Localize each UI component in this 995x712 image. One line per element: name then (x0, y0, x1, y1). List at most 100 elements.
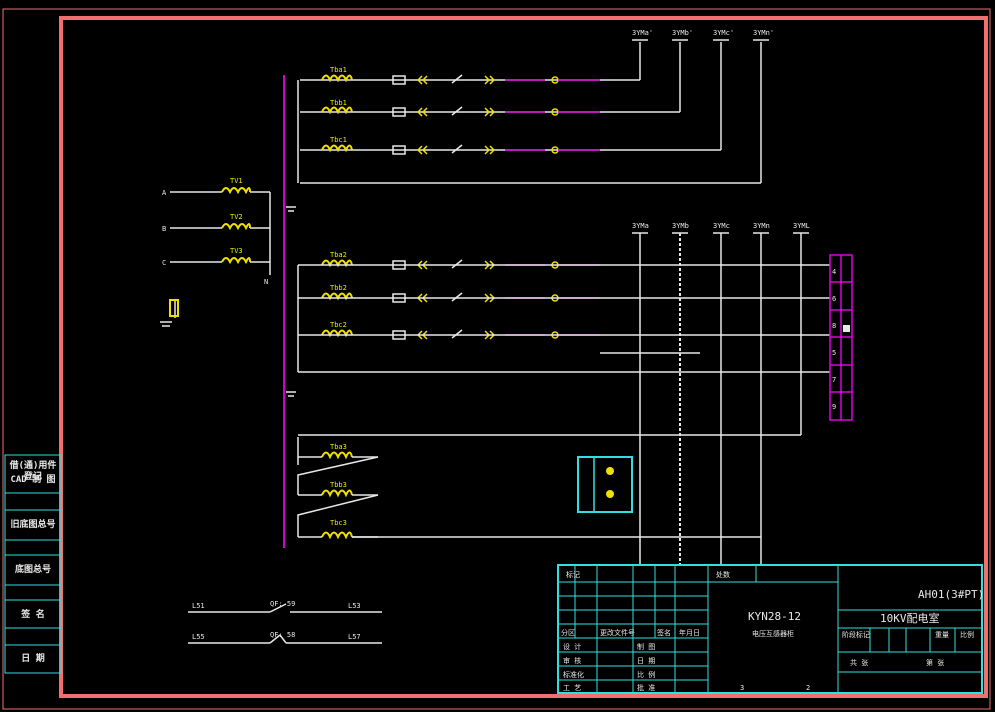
switch2-left-label: L55 (192, 633, 205, 641)
tb-col-sign: 签名 (657, 628, 671, 637)
winding-tba1: Tba1 (330, 66, 347, 74)
bottom-switch-circuits: L51 QF: 59 L53 L55 QF: 58 L57 (188, 600, 382, 644)
tb-col-count: 处数 (716, 570, 730, 579)
tb-model: KYN28-12 (748, 610, 801, 623)
coil-icon (321, 531, 353, 540)
fuse-icon (392, 75, 406, 85)
connector-icon (416, 107, 428, 117)
terminal-number: 5 (832, 349, 836, 357)
bus-label-a: 3YMa (632, 222, 649, 230)
tb-stage: 阶段标记 (842, 630, 870, 639)
tb-craft: 工 艺 (563, 684, 581, 692)
side-label-old-base: 旧底图总号 (10, 520, 56, 530)
tb-desc: 电压互感器柜 (752, 629, 794, 638)
winding-tbb1: Tbb1 (330, 99, 347, 107)
tb-design: 设 计 (563, 642, 581, 651)
bus-label-n-prime: 3YMn' (753, 29, 774, 37)
winding-tbb2: Tbb2 (330, 284, 347, 292)
circuit-rows (297, 74, 603, 540)
switch-contact-icon (451, 329, 463, 339)
connector-icon (484, 145, 496, 155)
side-label-date: 日 期 (21, 654, 45, 664)
switch1-qf-label: QF: 59 (270, 600, 295, 608)
ground-icon (160, 206, 296, 397)
tb-check: 审 核 (563, 656, 581, 665)
bus-label-b: 3YMb (672, 222, 689, 230)
tb-approve: 批 准 (637, 683, 655, 692)
coil-icon (321, 144, 353, 153)
tv1-label: TV1 (230, 177, 243, 185)
primary-transformers: TV1 TV2 TV3 A B C N (162, 177, 271, 318)
tb-std: 标准化 (563, 670, 584, 679)
side-label-cad: CAD 制 图 (10, 475, 56, 485)
tb-title: 10KV配电室 (880, 611, 940, 625)
fuse-icon (392, 107, 406, 117)
side-panel (4, 454, 62, 674)
bus-label-c: 3YMc (713, 222, 730, 230)
terminal-number: 7 (832, 376, 836, 384)
relay-box (577, 456, 633, 513)
switch-contact-icon (451, 292, 463, 302)
winding-tbb3: Tbb3 (330, 481, 347, 489)
tb-drawing-no: AH01(3#PT) (918, 588, 984, 601)
tb-sheet-total: 共 张 (850, 658, 868, 667)
terminal-number: 4 (832, 268, 836, 276)
side-label-base: 底图总号 (14, 565, 51, 575)
fuse-icon (392, 145, 406, 155)
tb-sheet-no: 第 张 (926, 658, 944, 667)
tb-col-zone: 分区 (561, 628, 575, 637)
side-label-sign: 签 名 (21, 610, 45, 620)
winding-tba3: Tba3 (330, 443, 347, 451)
tv3-label: TV3 (230, 247, 243, 255)
tb-sheet-num-a: 3 (740, 684, 744, 692)
winding-tbc3: Tbc3 (330, 519, 347, 527)
coil-icon (321, 451, 353, 460)
switch-contact-icon (451, 144, 463, 154)
neutral-label: N (264, 278, 268, 286)
zigzag-wire (297, 456, 379, 537)
bus-label-b-prime: 3YMb' (672, 29, 693, 37)
tb-col-date: 年月日 (679, 628, 700, 637)
terminal-number: 8 (832, 322, 836, 330)
winding-tbc1: Tbc1 (330, 136, 347, 144)
tb-col-change: 更改文件号 (600, 628, 635, 637)
terminal-number: 6 (832, 295, 836, 303)
bus-label-c-prime: 3YMc' (713, 29, 734, 37)
switch-contact-icon (451, 106, 463, 116)
connector-icon (484, 107, 496, 117)
tb-date-label: 日 期 (637, 657, 655, 665)
bus-label-a-prime: 3YMa' (632, 29, 653, 37)
tb-scale-label: 比 例 (637, 670, 655, 679)
coil-icon (321, 106, 353, 115)
tb-weight: 重量 (935, 631, 949, 639)
phase-c-label: C (162, 259, 166, 267)
connector-icon (416, 75, 428, 85)
tb-drafting: 制 图 (637, 642, 655, 651)
winding-tba2: Tba2 (330, 251, 347, 259)
title-block: 标记 处数 分区 更改文件号 签名 年月日 设 计 审 核 标准化 工 艺 制 … (557, 564, 984, 694)
side-label-borrow: 借(通)用件登记 (9, 461, 57, 482)
switch1-right-label: L53 (348, 602, 361, 610)
winding-tbc2: Tbc2 (330, 321, 347, 329)
switch-contact-icon (451, 74, 463, 84)
outer-border (2, 8, 991, 710)
tb-ratio: 比例 (960, 630, 974, 639)
switch2-qf-label: QF: 58 (270, 631, 295, 639)
bus-label-l: 3YML (793, 222, 810, 230)
tb-sheet-num-b: 2 (806, 684, 810, 692)
phase-b-label: B (162, 225, 166, 233)
switch-contact-icon (451, 259, 463, 269)
coil-icon (321, 74, 353, 83)
drawing-frame (59, 16, 988, 698)
bus-label-n: 3YMn (753, 222, 770, 230)
switch2-right-label: L57 (348, 633, 361, 641)
tv2-label: TV2 (230, 213, 243, 221)
mid-bus-section: 3YMa 3YMb 3YMc 3YMn 3YML (298, 222, 830, 565)
connector-icon (484, 75, 496, 85)
connector-icon (416, 145, 428, 155)
switch1-left-label: L51 (192, 602, 205, 610)
phase-a-label: A (162, 189, 167, 197)
tb-col-mark: 标记 (566, 570, 580, 579)
top-bus-section: 3YMa' 3YMb' 3YMc' 3YMn' (300, 29, 774, 184)
